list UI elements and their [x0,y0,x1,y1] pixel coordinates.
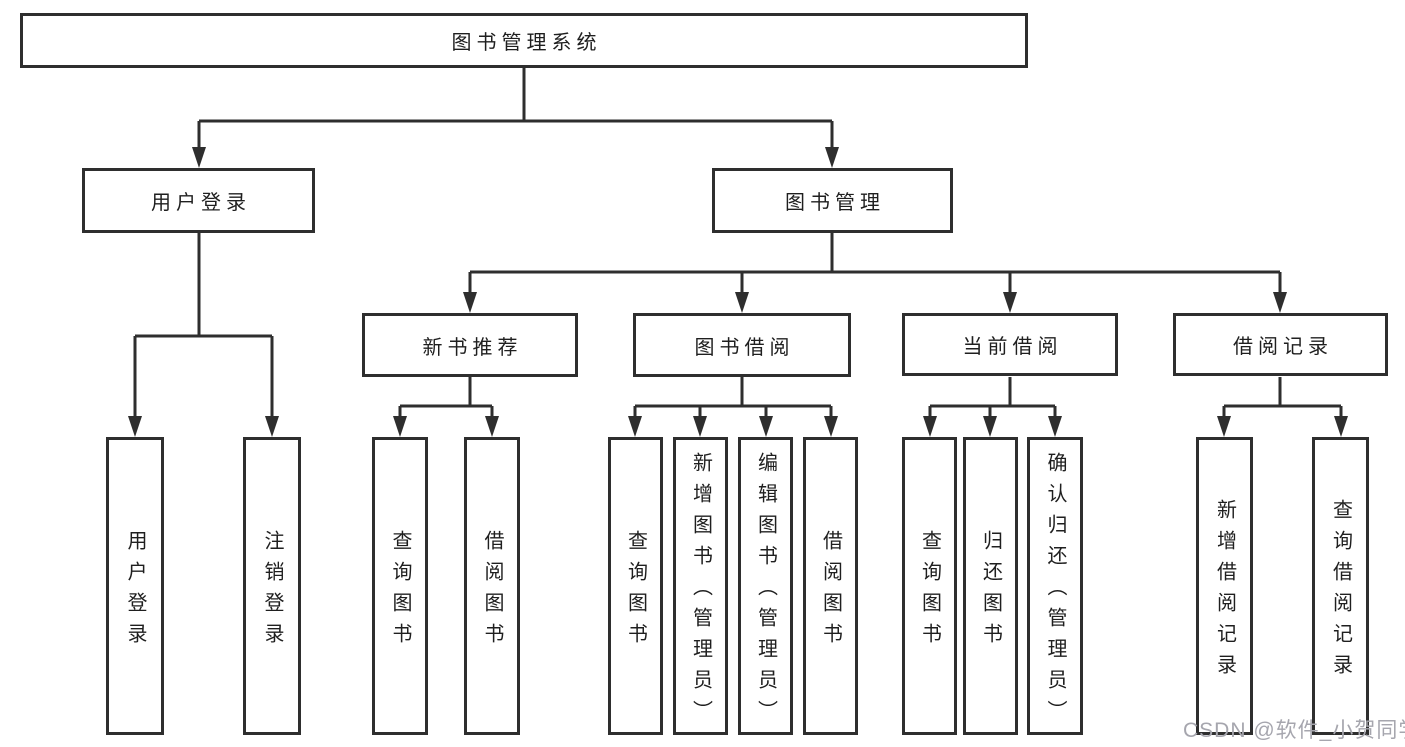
node-label: 查询图书 [624,529,647,654]
node-label: 图书管理系统 [451,32,602,54]
node-label: 查询图书 [389,529,411,654]
leaf-add-borrow-record: 新增借阅记录 [1196,437,1253,735]
node-label: 新增图书（管理员） [689,452,712,731]
leaf-user-login: 用户登录 [106,437,164,735]
node-current-borrow: 当前借阅 [902,313,1118,376]
node-new-book-recommend: 新书推荐 [362,313,578,377]
csdn-watermark: CSDN @软件_小贺同学 [1183,719,1405,742]
node-label: 借阅图书 [481,529,503,654]
leaf-logout-login: 注销登录 [243,437,301,735]
leaf-query-books-current: 查询图书 [902,437,957,735]
node-label: 图书管理 [785,192,885,214]
node-label: 新书推荐 [422,336,523,359]
leaf-query-books-recommend: 查询图书 [372,437,428,735]
node-label: 用户登录 [151,192,251,214]
node-borrow-records: 借阅记录 [1173,313,1388,376]
leaf-confirm-return-admin: 确认归还（管理员） [1027,437,1083,735]
node-book-borrow: 图书借阅 [633,313,851,377]
node-label: 查询借阅记录 [1329,498,1352,685]
node-label: 图书借阅 [694,336,795,359]
node-root-system: 图书管理系统 [20,13,1028,68]
arrowheads [128,147,1348,437]
node-label: 归还图书 [979,529,1002,654]
node-label: 借阅记录 [1233,336,1333,358]
node-label: 编辑图书（管理员） [754,452,777,731]
leaf-query-books-borrow: 查询图书 [608,437,663,735]
node-label: 确认归还（管理员） [1044,452,1066,731]
leaf-edit-books-admin: 编辑图书（管理员） [738,437,793,735]
leaf-add-books-admin: 新增图书（管理员） [673,437,728,735]
leaf-borrow-books-recommend: 借阅图书 [464,437,520,735]
leaf-return-books: 归还图书 [963,437,1018,735]
node-label: 用户登录 [124,529,146,654]
node-label: 借阅图书 [819,529,842,654]
leaf-borrow-books: 借阅图书 [803,437,858,735]
node-label: 新增借阅记录 [1213,498,1236,685]
node-label: 注销登录 [261,529,283,654]
node-label: 查询图书 [918,529,941,654]
node-user-login: 用户登录 [82,168,315,233]
node-book-management: 图书管理 [712,168,953,233]
leaf-query-borrow-record: 查询借阅记录 [1312,437,1369,735]
node-label: 当前借阅 [962,336,1063,358]
